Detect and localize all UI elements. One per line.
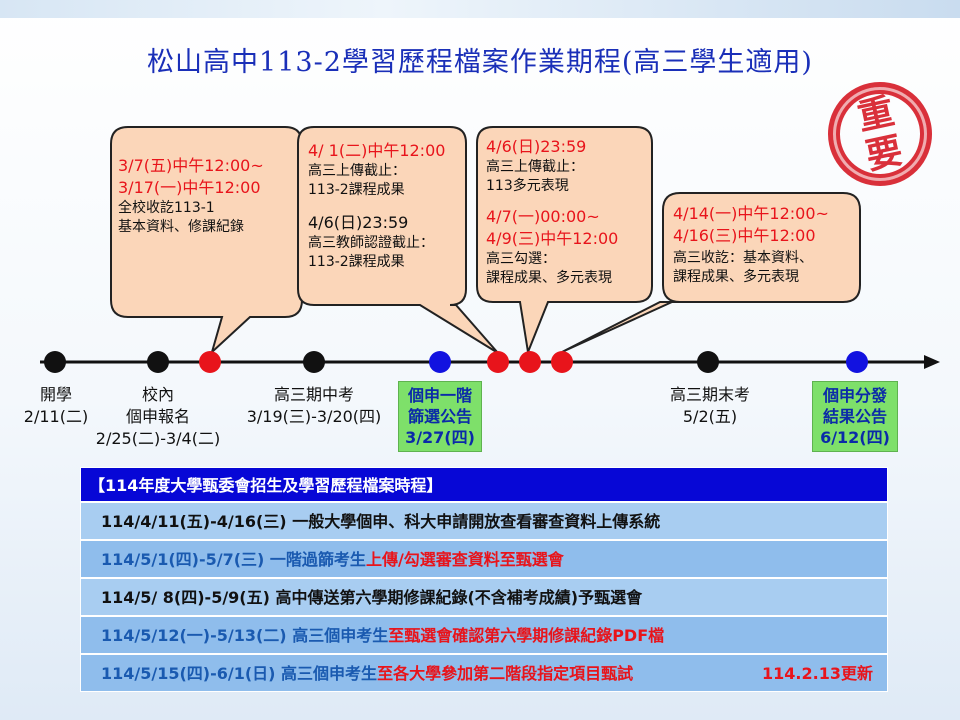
bubble-1-date-end: 3/17(一)中午12:00 — [118, 178, 261, 197]
row-1-text: 114/4/11(五)-4/16(三) 一般大學個申、科大申請開放查看審查資料上… — [101, 512, 661, 531]
bubble-2-line-3: 高三教師認證截止： — [308, 235, 434, 251]
screening-notice-box: 個申一階 篩選公告 3/27(四) — [398, 381, 482, 452]
row-5-highlight: 至各大學參加第二階段指定項目甄試 — [377, 664, 634, 683]
screening-line-2: 篩選公告 — [407, 407, 472, 426]
table-row: 114/5/12(一)-5/13(二) 高三個申考生至甄選會確認第六學期修課紀錄… — [80, 616, 888, 654]
page-title: 松山高中113-2學習歷程檔案作業期程(高三學生適用) — [147, 47, 813, 78]
row-2-highlight: 上傳/勾選審查資料至甄選會 — [365, 550, 564, 569]
label-start: 開學 2/11(二) — [6, 384, 106, 428]
bubble-2-date-2: 4/6(日)23:59 — [308, 213, 409, 232]
bubble-3-line-4: 課程成果、多元表現 — [486, 270, 612, 286]
dot-midterm — [303, 351, 325, 373]
table-row: 114/5/ 8(四)-5/9(五) 高中傳送第六學期修課紀錄(不含補考成績)予… — [80, 578, 888, 616]
bubble-2-line-2: 113-2課程成果 — [308, 182, 405, 198]
bubble-1-line-2: 基本資料、修課紀錄 — [118, 219, 244, 235]
bubble-3-shape — [476, 126, 653, 356]
label-register: 校內 個申報名 2/25(二)-3/4(二) — [78, 384, 238, 450]
dot-select — [519, 351, 541, 373]
dot-screening — [429, 351, 451, 373]
label-midterm-date: 3/19(三)-3/20(四) — [246, 407, 382, 426]
table-row: 114/5/15(四)-6/1(日) 高三個申考生至各大學參加第二階段指定項目甄… — [80, 654, 888, 692]
bubble-4-shape — [561, 192, 861, 353]
dot-result — [846, 351, 868, 373]
result-line-1: 個申分發 — [822, 386, 887, 405]
row-4-text: 114/5/12(一)-5/13(二) 高三個申考生 — [101, 626, 389, 645]
bubble-3-text: 4/6(日)23:59 高三上傳截止： 113多元表現 4/7(一)00:00~… — [486, 136, 618, 288]
timeline-arrow — [924, 355, 940, 369]
bubble-2-text: 4/ 1(二)中午12:00 高三上傳截止： 113-2課程成果 4/6(日)2… — [308, 140, 445, 272]
bubble-2-shape — [297, 126, 499, 354]
label-start-title: 開學 — [39, 385, 72, 404]
label-final-date: 5/2(五) — [682, 407, 738, 426]
row-5-text: 114/5/15(四)-6/1(日) 高三個申考生 — [101, 664, 378, 683]
dot-final — [697, 351, 719, 373]
dot-start — [44, 351, 66, 373]
bubble-3-date-1: 4/6(日)23:59 — [486, 137, 587, 156]
result-line-2: 結果公告 — [822, 407, 887, 426]
bubble-4-date-start: 4/14(一)中午12:00~ — [673, 204, 829, 223]
label-start-date: 2/11(二) — [23, 407, 89, 426]
dot-collect-1 — [199, 351, 221, 373]
screening-line-1: 個申一階 — [407, 386, 472, 405]
dot-register — [147, 351, 169, 373]
top-decor-band — [0, 0, 960, 18]
bubble-4-text: 4/14(一)中午12:00~ 4/16(三)中午12:00 高三收訖：基本資料… — [673, 203, 829, 287]
bubble-4-line-2: 課程成果、多元表現 — [673, 269, 799, 285]
dot-upload — [487, 351, 509, 373]
table-header: 【114年度大學甄委會招生及學習歷程檔案時程】 — [80, 467, 888, 502]
bubble-1-date-start: 3/7(五)中午12:00~ — [118, 156, 264, 175]
bubble-3-date-3: 4/9(三)中午12:00 — [486, 229, 619, 248]
bubble-4-line-1: 高三收訖：基本資料、 — [673, 250, 813, 266]
label-register-date: 2/25(二)-3/4(二) — [95, 429, 221, 448]
label-register-title-1: 校內 — [141, 385, 174, 404]
row-3-text: 114/5/ 8(四)-5/9(五) 高中傳送第六學期修課紀錄(不含補考成績)予… — [101, 588, 643, 607]
label-midterm-title: 高三期中考 — [273, 385, 354, 404]
result-date: 6/12(四) — [820, 428, 890, 447]
label-midterm: 高三期中考 3/19(三)-3/20(四) — [230, 384, 398, 428]
bubble-4-date-end: 4/16(三)中午12:00 — [673, 226, 816, 245]
row-2-text: 114/5/1(四)-5/7(三) 一階過篩考生 — [101, 550, 366, 569]
row-4-highlight: 至甄選會確認第六學期修課紀錄PDF檔 — [388, 626, 665, 645]
bubble-1-text: 3/7(五)中午12:00~ 3/17(一)中午12:00 全校收訖113-1 … — [118, 155, 264, 237]
bubble-2-date-1: 4/ 1(二)中午12:00 — [308, 141, 446, 160]
bubble-3-line-1: 高三上傳截止： — [486, 159, 584, 175]
dot-collect-2 — [551, 351, 573, 373]
table-row: 114/5/1(四)-5/7(三) 一階過篩考生上傳/勾選審查資料至甄選會 — [80, 540, 888, 578]
bubble-3-line-3: 高三勾選： — [486, 251, 556, 267]
label-register-title-2: 個申報名 — [125, 407, 190, 426]
label-final-title: 高三期末考 — [669, 385, 750, 404]
bubble-2-line-1: 高三上傳截止： — [308, 163, 406, 179]
bubble-3-line-2: 113多元表現 — [486, 178, 569, 194]
label-final: 高三期末考 5/2(五) — [650, 384, 770, 428]
bubble-1-line-1: 全校收訖113-1 — [118, 200, 215, 216]
bubble-2-line-4: 113-2課程成果 — [308, 254, 405, 270]
table-row: 114/4/11(五)-4/16(三) 一般大學個申、科大申請開放查看審查資料上… — [80, 502, 888, 540]
screening-date: 3/27(四) — [405, 428, 475, 447]
admission-schedule-table: 【114年度大學甄委會招生及學習歷程檔案時程】 114/4/11(五)-4/16… — [80, 467, 888, 692]
update-date: 114.2.13更新 — [762, 664, 873, 683]
result-notice-box: 個申分發 結果公告 6/12(四) — [812, 381, 898, 452]
bubble-3-date-2: 4/7(一)00:00~ — [486, 207, 600, 226]
